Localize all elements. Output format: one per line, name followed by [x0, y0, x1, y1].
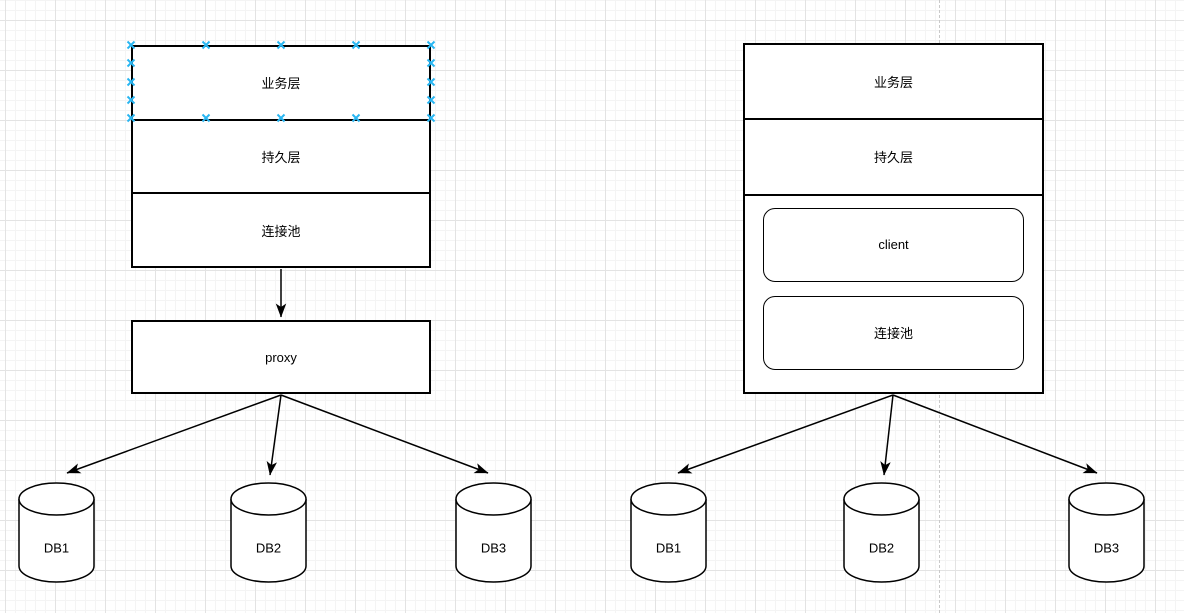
- edge-proxy-to-db2[interactable]: [266, 394, 282, 476]
- layer-label: 业务层: [261, 76, 301, 92]
- client-box[interactable]: client: [763, 207, 1024, 282]
- right-db2-cylinder[interactable]: DB2: [843, 482, 920, 583]
- right-connection-pool-box[interactable]: 连接池: [763, 295, 1024, 370]
- right-layer-container[interactable]: 业务层 持久层 client 连接池: [743, 43, 1044, 394]
- proxy-box[interactable]: proxy: [131, 320, 431, 394]
- db-label: DB1: [43, 540, 70, 556]
- database-cylinder-icon: [1068, 482, 1145, 583]
- left-db2-cylinder[interactable]: DB2: [230, 482, 307, 583]
- layer-label: 业务层: [873, 75, 913, 91]
- db-label: DB2: [255, 540, 282, 556]
- database-cylinder-icon: [455, 482, 532, 583]
- client-label: client: [878, 237, 909, 253]
- db-label: DB1: [655, 540, 682, 556]
- left-layer-stack[interactable]: 业务层 持久层 连接池: [131, 45, 431, 268]
- right-db1-cylinder[interactable]: DB1: [630, 482, 707, 583]
- layer-label: 连接池: [261, 223, 301, 239]
- left-db3-cylinder[interactable]: DB3: [455, 482, 532, 583]
- left-layer-connection-pool[interactable]: 连接池: [133, 192, 429, 266]
- right-layer-business[interactable]: 业务层: [745, 45, 1042, 118]
- edge-proxy-to-db3[interactable]: [280, 394, 489, 474]
- edge-container-to-db3[interactable]: [892, 394, 1098, 474]
- edge-proxy-to-db1[interactable]: [66, 394, 282, 474]
- left-layer-business[interactable]: 业务层: [133, 47, 429, 119]
- right-layer-persistence[interactable]: 持久层: [745, 118, 1042, 193]
- database-cylinder-icon: [843, 482, 920, 583]
- db-label: DB3: [1093, 540, 1120, 556]
- database-cylinder-icon: [18, 482, 95, 583]
- left-layer-persistence[interactable]: 持久层: [133, 118, 429, 193]
- proxy-label: proxy: [265, 349, 297, 365]
- edge-container-to-db2[interactable]: [880, 394, 894, 476]
- db-label: DB2: [868, 540, 895, 556]
- database-cylinder-icon: [230, 482, 307, 583]
- right-layer-bottom-section[interactable]: client 连接池: [745, 193, 1042, 392]
- database-cylinder-icon: [630, 482, 707, 583]
- left-db1-cylinder[interactable]: DB1: [18, 482, 95, 583]
- layer-label: 持久层: [873, 150, 913, 166]
- edge-container-to-db1[interactable]: [677, 394, 894, 474]
- connection-pool-label: 连接池: [873, 326, 913, 342]
- db-label: DB3: [480, 540, 507, 556]
- right-db3-cylinder[interactable]: DB3: [1068, 482, 1145, 583]
- layer-label: 持久层: [261, 150, 301, 165]
